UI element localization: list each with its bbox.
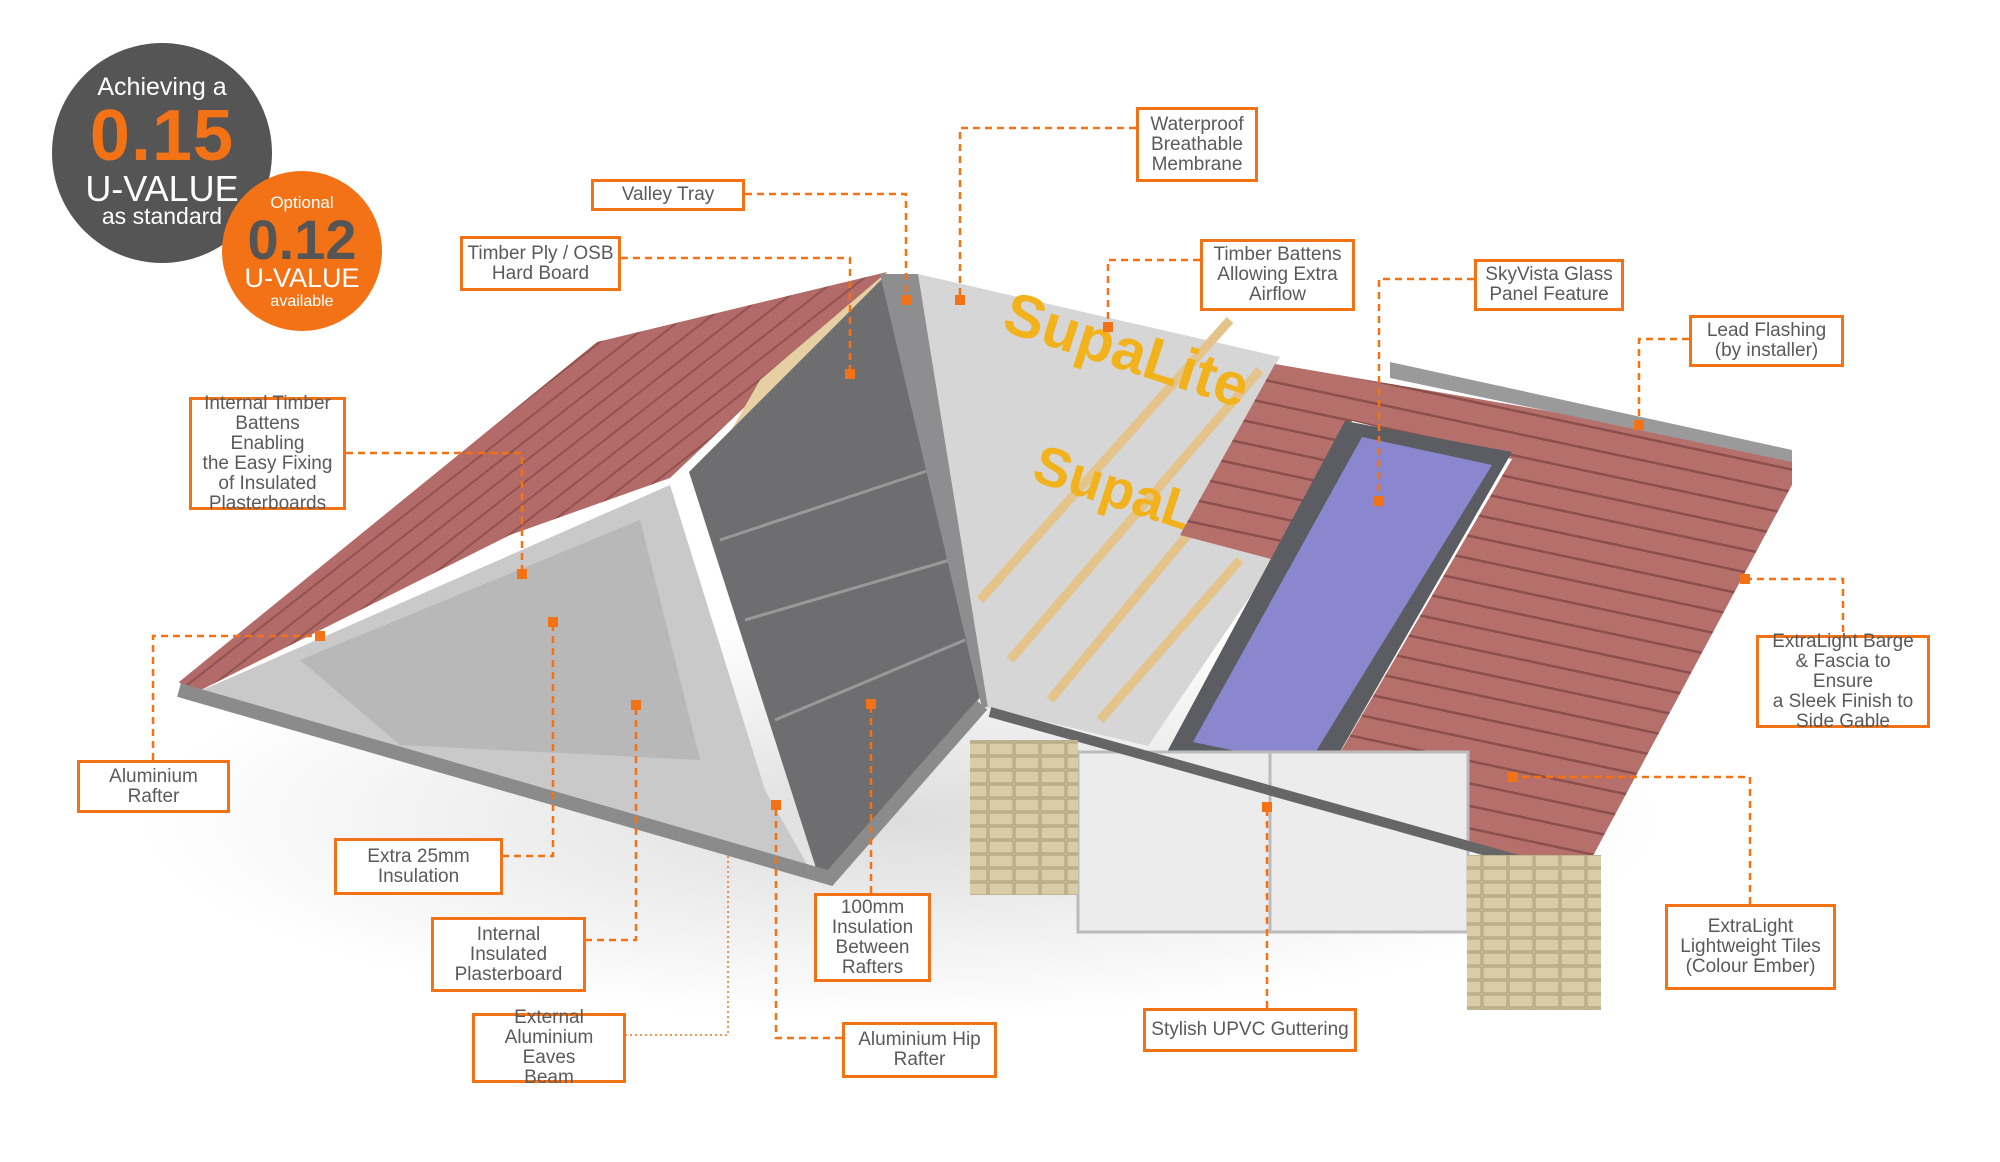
label-insulation-100mm: 100mm Insulation Between Rafters — [814, 893, 931, 982]
label-timber-battens: Timber Battens Allowing Extra Airflow — [1200, 239, 1355, 311]
label-membrane: Waterproof Breathable Membrane — [1136, 107, 1258, 182]
label-valley-tray: Valley Tray — [591, 179, 745, 211]
u-value-optional-badge: Optional 0.12 U-VALUE available — [222, 171, 382, 331]
badge-value: 0.15 — [89, 96, 235, 176]
badge-unit: U-VALUE — [85, 168, 239, 209]
badge-value: 0.12 — [247, 208, 357, 271]
label-timber-ply: Timber Ply / OSB Hard Board — [460, 236, 621, 291]
badge-unit: U-VALUE — [244, 263, 360, 293]
label-barge-fascia: ExtraLight Barge & Fascia to Ensure a Sl… — [1756, 631, 1930, 731]
label-internal-battens: Internal Timber Battens Enabling the Eas… — [189, 393, 346, 513]
label-guttering: Stylish UPVC Guttering — [1143, 1008, 1357, 1052]
label-hip-rafter: Aluminium Hip Rafter — [842, 1022, 997, 1078]
u-value-standard-badge: Achieving a 0.15 U-VALUE as standard — [52, 43, 272, 263]
label-aluminium-rafter: Aluminium Rafter — [77, 760, 230, 813]
label-skyvista: SkyVista Glass Panel Feature — [1474, 259, 1624, 311]
label-plasterboard: Internal Insulated Plasterboard — [431, 917, 586, 992]
leader-lines — [151, 126, 1845, 1040]
leader-dots — [315, 295, 1750, 812]
badge-intro: Achieving a — [97, 73, 227, 101]
label-lead-flashing: Lead Flashing (by installer) — [1689, 315, 1844, 367]
roof-model: SupaLite SupaLite — [140, 272, 1792, 1020]
badge-note: as standard — [101, 203, 223, 229]
label-tiles: ExtraLight Lightweight Tiles (Colour Emb… — [1665, 904, 1836, 990]
badge-note: available — [270, 293, 334, 310]
label-extra-insulation: Extra 25mm Insulation — [334, 838, 503, 895]
label-eaves-beam: External Aluminium Eaves Beam — [472, 1008, 626, 1088]
badge-intro: Optional — [270, 193, 334, 212]
